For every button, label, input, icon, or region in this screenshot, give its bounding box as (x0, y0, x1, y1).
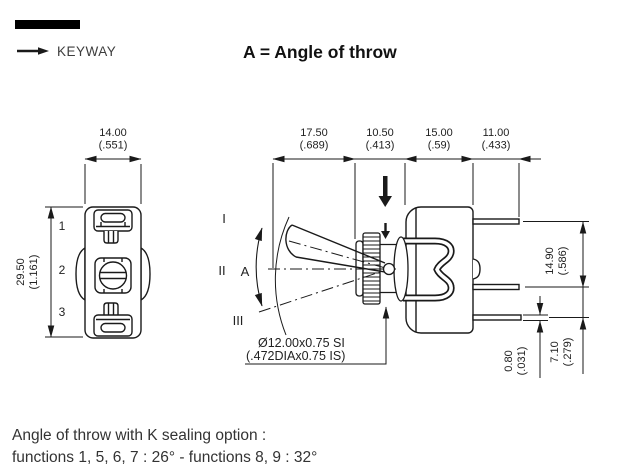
position-label-1: I (222, 211, 226, 226)
position-label-3: III (233, 313, 244, 328)
keyway-label: KEYWAY (57, 44, 116, 59)
dim-08in: (.031) (516, 347, 528, 376)
thread-callout: Ø12.00x0.75 SI (.472DIAx0.75 IS) (245, 306, 390, 365)
screw-slot (100, 271, 126, 280)
front-right-wing (140, 246, 151, 302)
side-view (254, 176, 522, 336)
lever-outline (291, 224, 386, 273)
actuation-arrow-icon (378, 176, 392, 207)
angle-arc (254, 227, 263, 307)
front-dim-height (45, 206, 83, 338)
lever-centerline-pos3 (258, 268, 390, 313)
drawing-title: A = Angle of throw (243, 42, 397, 62)
front-left-wing (75, 246, 86, 302)
dim-150mm: 15.00 (425, 127, 453, 139)
keyway-arrow-icon (17, 47, 49, 55)
pivot-circle (382, 262, 396, 276)
footer-line2: functions 1, 5, 6, 7 : 26° - functions 8… (12, 449, 317, 466)
footer-note: Angle of throw with K sealing option : f… (12, 427, 317, 466)
dim-14mm: 14.00 (99, 127, 127, 139)
terminal-number-2: 2 (59, 263, 66, 277)
dim-175mm: 17.50 (300, 127, 328, 139)
dim-08mm: 0.80 (503, 350, 515, 371)
side-terminal-1 (472, 218, 520, 225)
dim-105in: (.413) (366, 140, 395, 152)
side-body-bump (472, 258, 481, 280)
terminal-number-3: 3 (59, 305, 66, 319)
screw-head (98, 261, 128, 290)
callout-line2: (.472DIAx0.75 IS) (246, 349, 345, 363)
front-terminal-2 (94, 257, 132, 294)
toggle-lever (258, 216, 396, 336)
dim-150in: (.59) (428, 140, 451, 152)
dim-110in: (.433) (482, 140, 511, 152)
dim-295in: (1.161) (28, 255, 40, 290)
side-right-dims (523, 221, 589, 378)
lever-centerline-pos1 (288, 240, 390, 270)
side-body (405, 206, 522, 334)
dim-149in: (.586) (557, 247, 569, 276)
front-view (75, 206, 151, 339)
dim-14in: (.551) (99, 140, 128, 152)
dim-105mm: 10.50 (366, 127, 394, 139)
dim-71mm: 7.10 (549, 341, 561, 362)
keyway-mark-bar (15, 20, 80, 29)
dim-110mm: 11.00 (483, 127, 510, 139)
dim-71in: (.279) (562, 338, 574, 367)
seal-pointer-arrow-icon (381, 223, 390, 239)
side-terminal-3 (472, 314, 522, 321)
callout-line1: Ø12.00x0.75 SI (258, 336, 345, 350)
bushing-flange (393, 236, 409, 302)
bushing-cylinder (380, 243, 398, 294)
mounting-clip (403, 237, 455, 302)
legend: KEYWAY (15, 20, 116, 59)
footer-line1: Angle of throw with K sealing option : (12, 427, 266, 444)
dim-295mm: 29.50 (15, 258, 27, 286)
front-terminal-3 (93, 302, 133, 337)
dim-175in: (.689) (300, 140, 329, 152)
front-dim-width (84, 155, 142, 204)
callout-leader (245, 306, 390, 365)
front-terminal-1 (93, 209, 133, 244)
terminal-number-1: 1 (59, 219, 66, 233)
lever-tip-cap (285, 224, 297, 258)
side-top-dims (272, 155, 541, 268)
angle-label: A (241, 264, 250, 279)
lever-sweep-arc (274, 216, 290, 336)
side-terminal-2 (472, 283, 520, 291)
position-label-2: II (218, 263, 225, 278)
dim-149mm: 14.90 (544, 247, 556, 275)
